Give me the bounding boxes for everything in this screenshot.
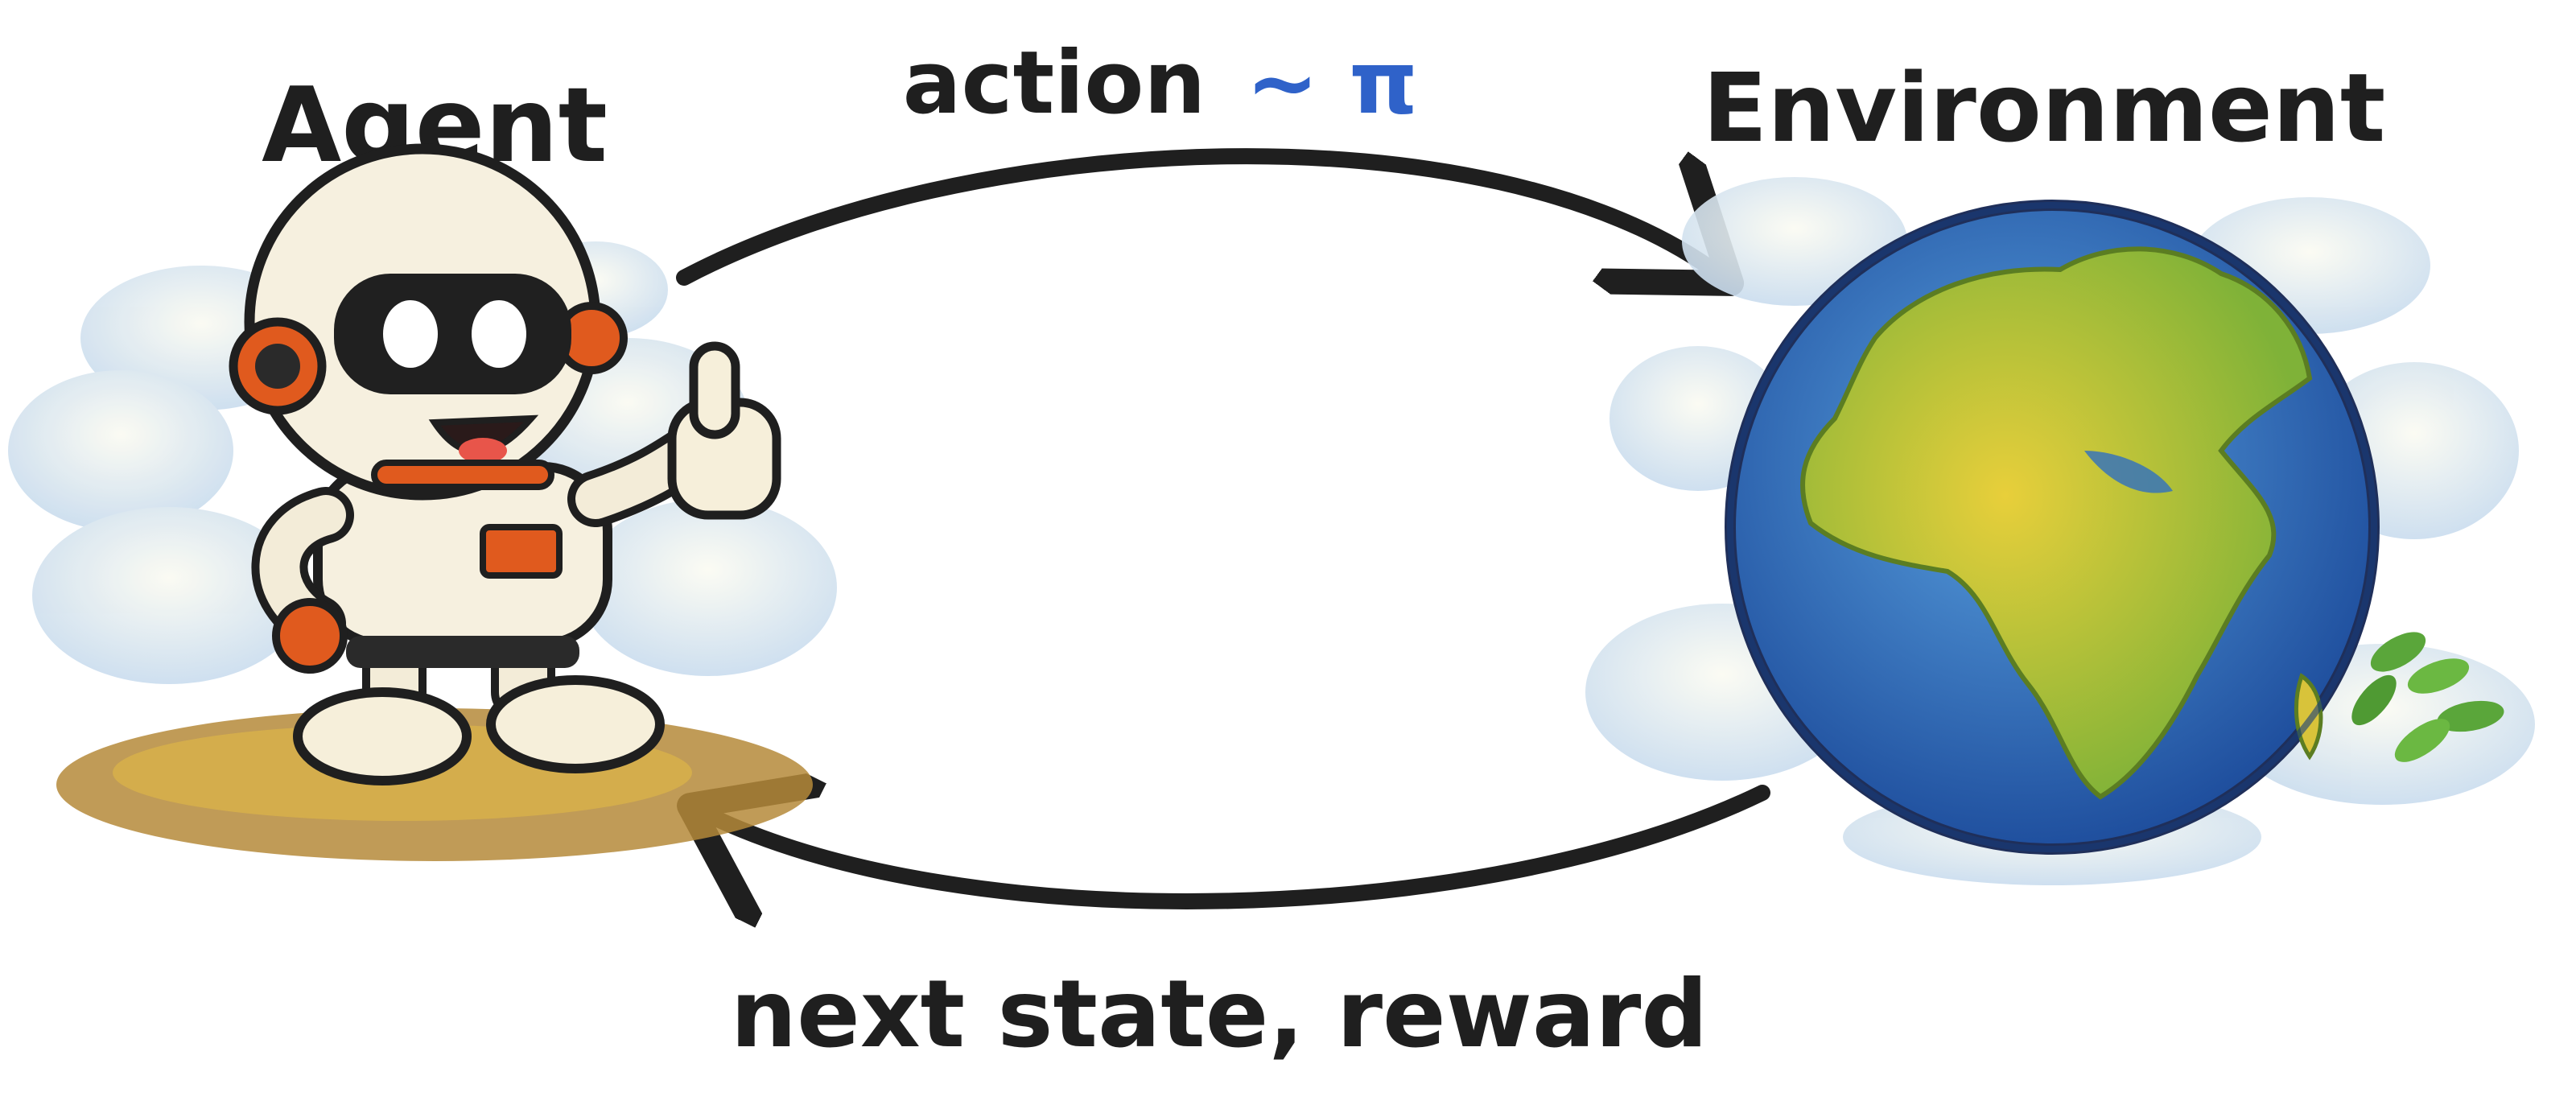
robot-right-eye bbox=[472, 300, 526, 368]
feedback-label: next state, reward bbox=[731, 960, 1708, 1069]
action-label: action ~ π bbox=[903, 33, 1418, 134]
action-arrow bbox=[676, 148, 1718, 278]
robot-visor bbox=[334, 274, 571, 394]
left-boot bbox=[293, 687, 472, 785]
robot-left-eye bbox=[383, 300, 438, 368]
right-boot bbox=[486, 675, 665, 773]
feedback-arrow bbox=[704, 793, 1770, 901]
policy-symbol: ~ π bbox=[1246, 33, 1418, 134]
environment-label: Environment bbox=[1703, 52, 2386, 163]
earth-globe-icon bbox=[1585, 177, 2535, 885]
thumb bbox=[689, 341, 740, 439]
chest-panel bbox=[480, 524, 563, 579]
action-word: action bbox=[903, 33, 1206, 134]
robot-agent-icon bbox=[8, 143, 837, 861]
leaves-icon bbox=[2351, 632, 2504, 762]
globe-land bbox=[1800, 246, 2313, 800]
